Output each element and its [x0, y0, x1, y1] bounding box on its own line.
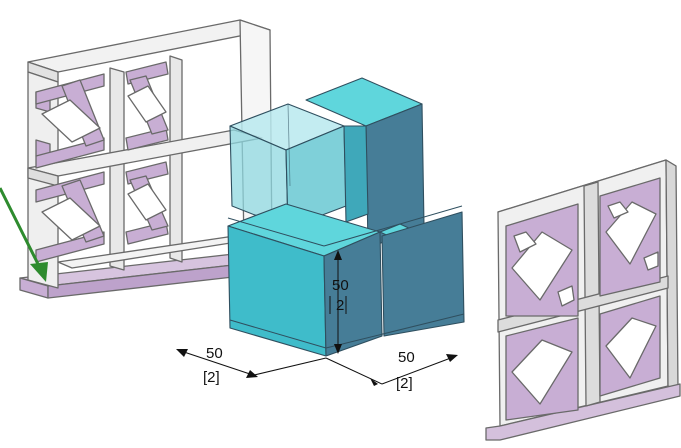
left-frame-column-mid: [109, 67, 125, 271]
dimension-width-left-bracket: [2]: [203, 369, 220, 386]
left-frame-top: [27, 19, 271, 73]
right-frame-panel: [485, 159, 681, 441]
box-side-lower-back-right: [381, 211, 465, 337]
box-seams: [227, 205, 465, 349]
dimension-width-left: 50 [2]: [176, 345, 327, 386]
dimension-height: 50 2: [329, 250, 349, 354]
left-frame-cell-openings: [41, 85, 167, 241]
dimension-height-value: 50: [332, 277, 349, 294]
right-panel-openings: [511, 201, 659, 405]
dimension-depth-right-value: 50: [398, 349, 415, 366]
dimension-width-left-value: 50: [206, 345, 223, 362]
box-front-upper-right: [343, 125, 369, 223]
dimension-depth-right: 50 [2]: [325, 349, 458, 392]
center-box-stack: [227, 77, 465, 357]
green-pointer-arrow: [0, 187, 48, 282]
dimension-height-bracket: 2: [336, 297, 344, 314]
left-frame-column-mid2: [169, 55, 183, 263]
dimension-depth-right-bracket: [2]: [396, 375, 413, 392]
right-panel-foot: [485, 383, 681, 441]
